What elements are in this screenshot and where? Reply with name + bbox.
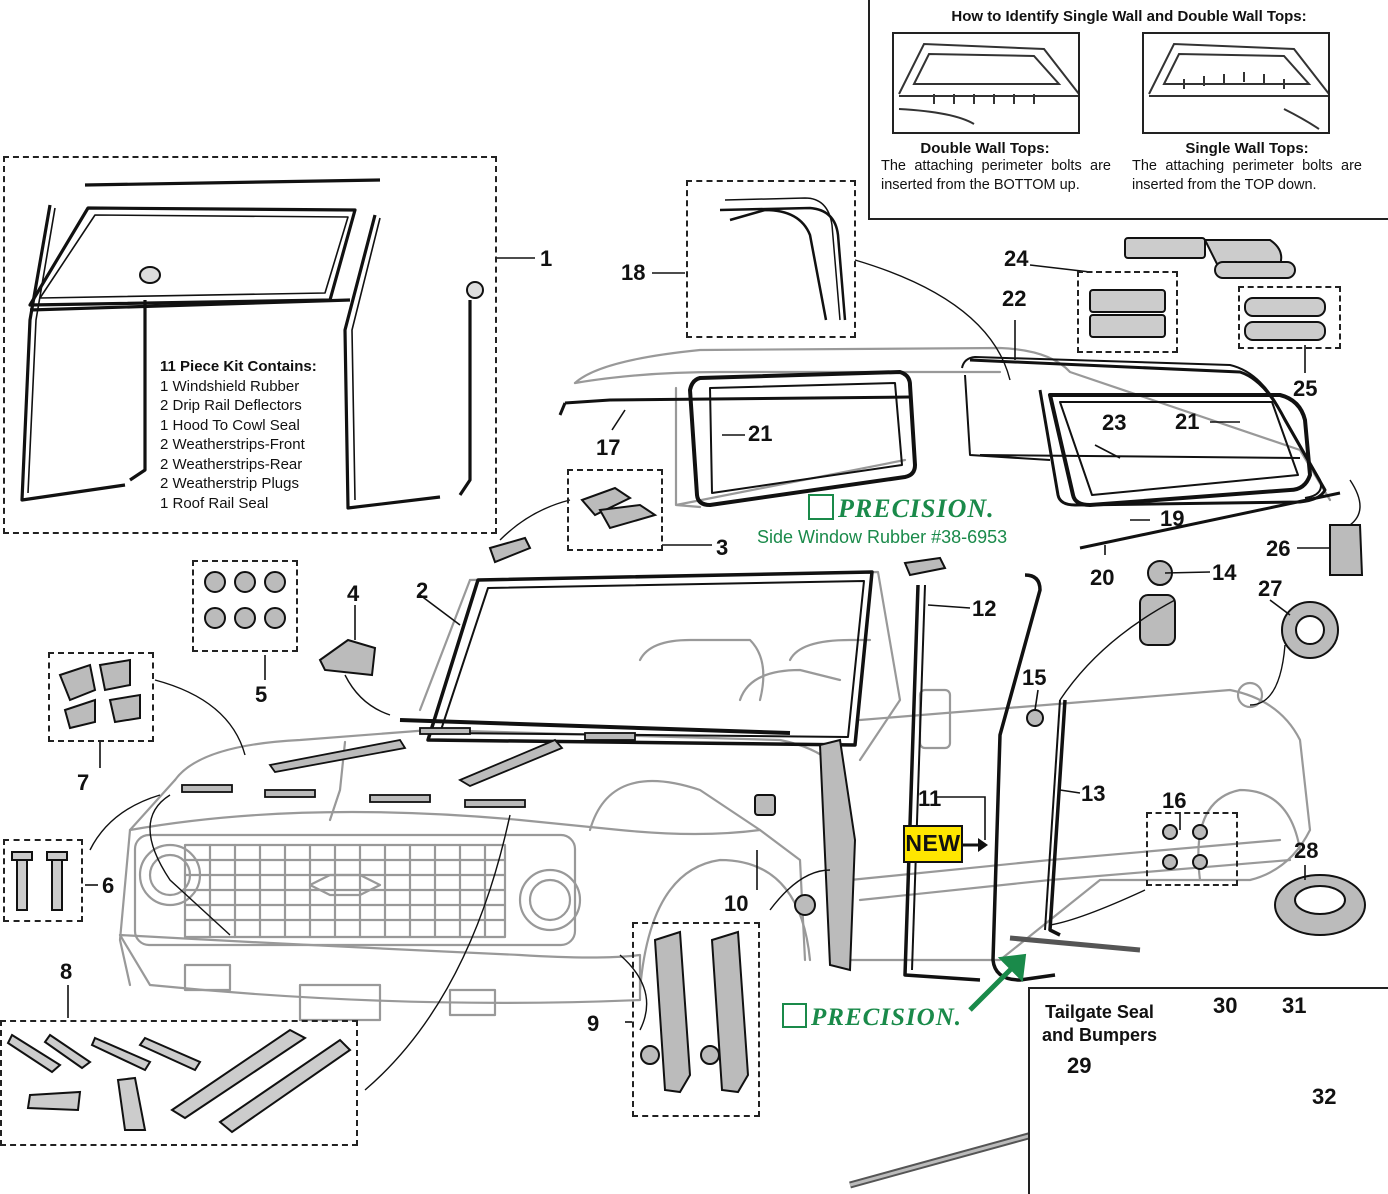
- part-number-12: 12: [972, 596, 997, 621]
- tailgate-inset: [1028, 987, 1388, 1194]
- tailgate-title: Tailgate Seal and Bumpers: [1042, 1001, 1157, 1047]
- brand-name: PRECISION.: [811, 1004, 963, 1031]
- double-wall-caption: Double Wall Tops:: [920, 140, 1050, 157]
- part-number-1: 1: [540, 246, 553, 271]
- part-number-7: 7: [77, 770, 90, 795]
- part-number-17: 17: [596, 435, 621, 460]
- identify-title: How to Identify Single Wall and Double W…: [951, 8, 1307, 25]
- box-3: [567, 469, 663, 551]
- part-number-31: 31: [1282, 993, 1307, 1018]
- part-number-16: 16: [1162, 788, 1187, 813]
- kit-item: 2 Weatherstrips-Front: [160, 436, 305, 453]
- tailgate-title-line1: Tailgate Seal: [1045, 1002, 1154, 1022]
- box-24: [1077, 271, 1178, 353]
- side-window-rubber-label: Side Window Rubber #38-6953: [757, 527, 1008, 547]
- part-number-29: 29: [1067, 1053, 1092, 1078]
- kit-contents: 11 Piece Kit Contains: 1 Windshield Rubb…: [160, 357, 317, 513]
- part-number-4: 4: [347, 581, 360, 606]
- part-number-32: 32: [1312, 1084, 1337, 1109]
- part-number-24: 24: [1004, 246, 1029, 271]
- precision-logo-mark: [782, 1003, 807, 1028]
- brand-name: PRECISION.: [838, 494, 995, 523]
- part-number-11: 11: [918, 786, 942, 811]
- kit-item: 2 Weatherstrips-Rear: [160, 455, 303, 473]
- identify-panel: How to Identify Single Wall and Double W…: [868, 0, 1388, 220]
- precision-logo-mark: [808, 494, 834, 520]
- part-number-21a: 21: [748, 421, 773, 446]
- part-number-10: 10: [724, 891, 749, 916]
- part-number-14: 14: [1212, 560, 1237, 585]
- box-6: [3, 839, 83, 922]
- double-wall-description: The attaching perimeter bolts are insert…: [881, 158, 1111, 193]
- part-number-22: 22: [1002, 286, 1027, 311]
- single-wall-description: The attaching perimeter bolts are insert…: [1132, 158, 1362, 193]
- part-number-21b: 21: [1175, 409, 1200, 434]
- kit-item: 2 Weatherstrip Plugs: [160, 475, 299, 492]
- box-5: [192, 560, 298, 652]
- kit-box-1: [3, 156, 497, 534]
- part-number-23: 23: [1102, 410, 1127, 435]
- part-number-25: 25: [1293, 376, 1318, 401]
- kit-item: 1 Roof Rail Seal: [160, 494, 269, 512]
- part-number-5: 5: [255, 682, 268, 707]
- part-number-3: 3: [716, 535, 729, 560]
- part-number-15: 15: [1022, 665, 1047, 690]
- kit-item: 1 Windshield Rubber: [160, 377, 300, 395]
- part-number-8: 8: [60, 959, 73, 984]
- tailgate-title-line2: and Bumpers: [1042, 1025, 1158, 1045]
- part-number-30: 30: [1213, 993, 1238, 1018]
- part-number-26: 26: [1266, 536, 1291, 561]
- precision-logo-top: PRECISION.: [808, 494, 995, 524]
- box-18: [686, 180, 856, 338]
- precision-logo-bottom: PRECISION.: [782, 1003, 962, 1032]
- double-wall-image: [892, 32, 1080, 134]
- single-wall-caption: Single Wall Tops:: [1185, 140, 1309, 157]
- box-25: [1238, 286, 1341, 349]
- part-number-13: 13: [1081, 781, 1106, 806]
- part-number-6: 6: [102, 873, 115, 898]
- kit-item: 1 Hood To Cowl Seal: [160, 416, 300, 434]
- part-number-19: 19: [1160, 506, 1185, 531]
- part-number-2: 2: [416, 578, 429, 603]
- box-8: [0, 1020, 358, 1146]
- part-number-9: 9: [587, 1011, 600, 1036]
- part-number-28: 28: [1294, 838, 1319, 863]
- box-7: [48, 652, 154, 742]
- kit-item: 2 Drip Rail Deflectors: [160, 397, 302, 414]
- single-wall-image: [1142, 32, 1330, 134]
- part-number-27: 27: [1258, 576, 1283, 601]
- part-number-18: 18: [621, 260, 646, 285]
- box-9: [632, 922, 760, 1117]
- part-number-20: 20: [1090, 565, 1115, 590]
- box-16: [1146, 812, 1238, 886]
- new-badge: NEW: [903, 825, 963, 863]
- kit-heading: 11 Piece Kit Contains:: [160, 358, 317, 375]
